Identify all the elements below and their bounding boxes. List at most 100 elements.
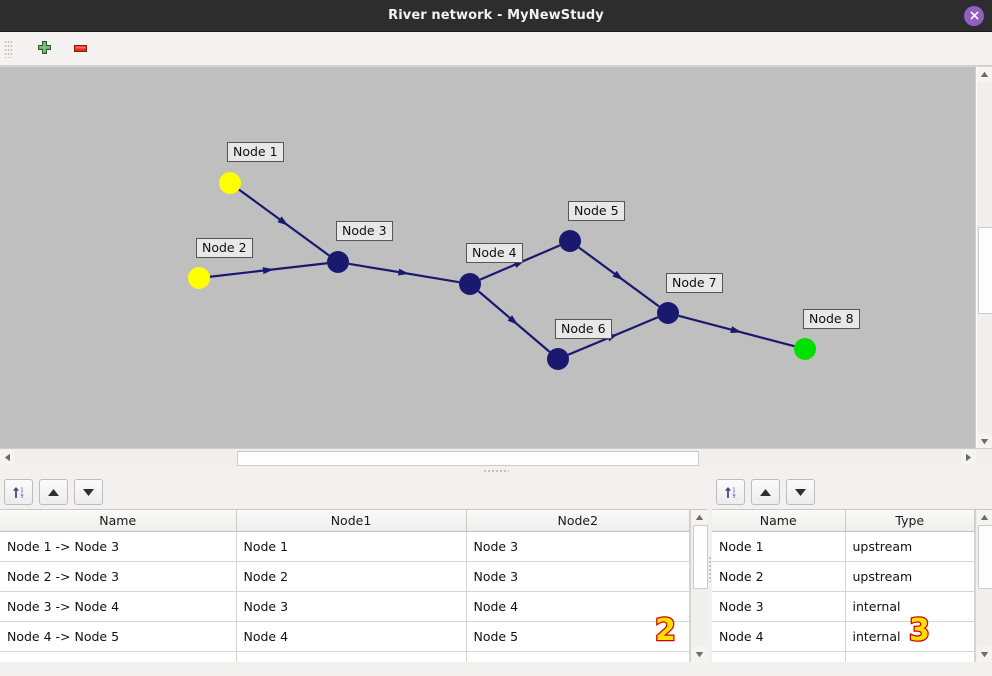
graph-node[interactable] [547, 348, 569, 370]
node-pane: 1 9 [712, 475, 992, 662]
column-header[interactable]: Type [845, 510, 975, 532]
table-cell-empty [845, 651, 975, 662]
column-header[interactable]: Name [0, 510, 237, 532]
canvas-hscroll-thumb[interactable] [237, 451, 699, 466]
scroll-up-button[interactable] [976, 67, 992, 82]
table-cell[interactable]: Node 2 [236, 561, 467, 592]
table-cell[interactable]: Node 2 [712, 561, 846, 592]
arrow-up-icon [760, 488, 771, 496]
table-cell[interactable]: Node 5 [466, 621, 691, 652]
add-node-button[interactable] [28, 35, 60, 63]
table-cell[interactable]: Node 4 [466, 591, 691, 622]
table-cell[interactable]: Node 4 [712, 621, 846, 652]
column-header[interactable]: Node1 [236, 510, 467, 532]
node-vscroll-thumb[interactable] [977, 525, 992, 589]
vertical-splitter[interactable] [707, 475, 712, 662]
toolbar-drag-handle[interactable] [4, 39, 12, 58]
scroll-down-button[interactable] [976, 434, 992, 449]
node-move-up-button[interactable] [751, 479, 780, 505]
node-label[interactable]: Node 7 [666, 273, 723, 293]
node-scroll-up-button[interactable] [976, 510, 992, 525]
node-label[interactable]: Node 1 [227, 142, 284, 162]
table-cell[interactable]: Node 3 [466, 561, 691, 592]
horizontal-splitter[interactable] [0, 466, 992, 475]
branch-pane: 1 9 [0, 475, 708, 662]
node-label[interactable]: Node 3 [336, 221, 393, 241]
branch-move-down-button[interactable] [74, 479, 103, 505]
graph-node[interactable] [188, 267, 210, 289]
column-header[interactable]: Name [712, 510, 846, 532]
canvas-hscroll-track[interactable] [15, 450, 961, 466]
network-canvas[interactable]: Node 1 Node 2 Node 3 Node 4 Node 5 Node 6 Node… [0, 67, 975, 449]
graph-node[interactable] [559, 230, 581, 252]
node-move-down-button[interactable] [786, 479, 815, 505]
branch-move-up-button[interactable] [39, 479, 68, 505]
branch-vscroll-thumb[interactable] [692, 525, 708, 589]
graph-node[interactable] [219, 172, 241, 194]
node-vscroll-track[interactable] [976, 525, 992, 647]
table-cell[interactable]: Node 3 [236, 591, 467, 622]
svg-text:9: 9 [20, 493, 23, 499]
canvas-vscroll-track[interactable] [976, 82, 992, 434]
graph-node[interactable] [794, 338, 816, 360]
table-cell[interactable]: Node 3 -> Node 4 [0, 591, 237, 622]
node-label[interactable]: Node 6 [555, 319, 612, 339]
table-cell[interactable]: internal [845, 621, 975, 652]
branch-sort-button[interactable]: 1 9 [4, 479, 33, 505]
remove-node-button[interactable] [64, 35, 96, 63]
status-bar [0, 662, 992, 676]
table-cell[interactable]: Node 1 -> Node 3 [0, 531, 237, 562]
node-label[interactable]: Node 2 [196, 238, 253, 258]
edge-arrow-icon [262, 267, 274, 275]
graph-node[interactable] [459, 273, 481, 295]
main-toolbar [0, 32, 992, 66]
table-cell[interactable]: Node 3 [712, 591, 846, 622]
node-table-vertical-scrollbar[interactable] [975, 510, 992, 662]
table-cell[interactable]: Node 4 -> Node 5 [0, 621, 237, 652]
canvas-vertical-scrollbar[interactable] [975, 67, 992, 449]
node-sort-button[interactable]: 1 9 [716, 479, 745, 505]
table-cell[interactable]: Node 1 [712, 531, 846, 562]
graph-node[interactable] [327, 251, 349, 273]
node-label[interactable]: Node 8 [803, 309, 860, 329]
branch-table-vertical-scrollbar[interactable] [690, 510, 708, 662]
table-cell-empty [466, 651, 691, 662]
diagram-area: Node 1 Node 2 Node 3 Node 4 Node 5 Node 6 Node… [0, 66, 992, 466]
network-graph [188, 172, 816, 370]
table-cell[interactable]: upstream [845, 531, 975, 562]
node-scroll-down-button[interactable] [976, 647, 992, 662]
node-label[interactable]: Node 5 [568, 201, 625, 221]
canvas-horizontal-scrollbar[interactable] [0, 448, 992, 466]
branch-vscroll-track[interactable] [691, 525, 708, 647]
graph-node[interactable] [657, 302, 679, 324]
canvas-vscroll-thumb[interactable] [977, 227, 992, 314]
scroll-right-button[interactable] [961, 450, 976, 465]
svg-text:1: 1 [20, 487, 23, 493]
branch-scroll-up-button[interactable] [691, 510, 707, 525]
table-cell[interactable]: Node 1 [236, 531, 467, 562]
triangle-down-icon [980, 439, 988, 445]
table-cell[interactable]: Node 4 [236, 621, 467, 652]
column-header[interactable]: Node2 [466, 510, 691, 532]
table-cell[interactable]: Node 3 [466, 531, 691, 562]
svg-text:9: 9 [732, 493, 735, 499]
node-label[interactable]: Node 4 [466, 243, 523, 263]
branch-scroll-down-button[interactable] [691, 647, 707, 662]
table-cell[interactable]: internal [845, 591, 975, 622]
scroll-left-button[interactable] [0, 450, 15, 465]
close-button[interactable] [964, 5, 984, 26]
triangle-down-icon [695, 652, 703, 658]
table-cell-empty [712, 651, 846, 662]
table-cell[interactable]: upstream [845, 561, 975, 592]
table-cell[interactable]: Node 2 -> Node 3 [0, 561, 237, 592]
